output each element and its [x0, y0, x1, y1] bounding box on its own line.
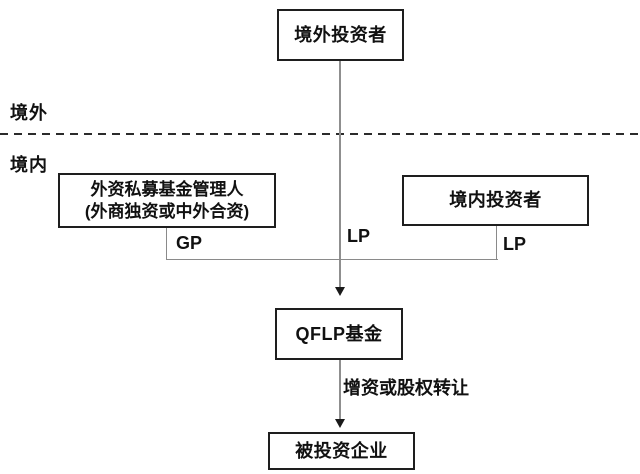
node-investee-enterprise: 被投资企业 — [268, 432, 415, 470]
node-foreign-fund-manager: 外资私募基金管理人 (外商独资或中外合资) — [58, 173, 276, 228]
edge-label-investment-method: 增资或股权转让 — [343, 378, 469, 398]
node-domestic-investor: 境内投资者 — [402, 175, 589, 226]
connector-manager-down — [166, 227, 167, 260]
node-domestic-investor-label: 境内投资者 — [449, 190, 542, 211]
node-investee-enterprise-label: 被投资企业 — [295, 440, 388, 461]
node-foreign-fund-manager-label-line1: 外资私募基金管理人 — [90, 180, 244, 200]
connector-overseas-investor-to-qflp — [339, 61, 341, 289]
edge-label-lp-overseas: LP — [347, 226, 371, 246]
node-qflp-fund: QFLP基金 — [275, 308, 403, 360]
cross-border-dashed-divider — [0, 133, 640, 135]
node-overseas-investor: 境外投资者 — [277, 9, 404, 61]
node-foreign-fund-manager-label-line2: (外商独资或中外合资) — [84, 201, 250, 221]
connector-collector-horizontal — [166, 259, 498, 260]
connector-domestic-investor-down — [496, 225, 497, 260]
region-label-domestic: 境内 — [10, 155, 48, 175]
node-qflp-fund-label: QFLP基金 — [295, 323, 383, 344]
connector-qflp-to-investee — [339, 360, 341, 420]
arrowhead-into-investee — [335, 419, 345, 428]
edge-label-gp: GP — [176, 233, 203, 253]
arrowhead-into-qflp-fund — [335, 287, 345, 296]
node-overseas-investor-label: 境外投资者 — [294, 24, 387, 45]
edge-label-lp-domestic: LP — [503, 234, 527, 254]
region-label-overseas: 境外 — [10, 103, 48, 123]
